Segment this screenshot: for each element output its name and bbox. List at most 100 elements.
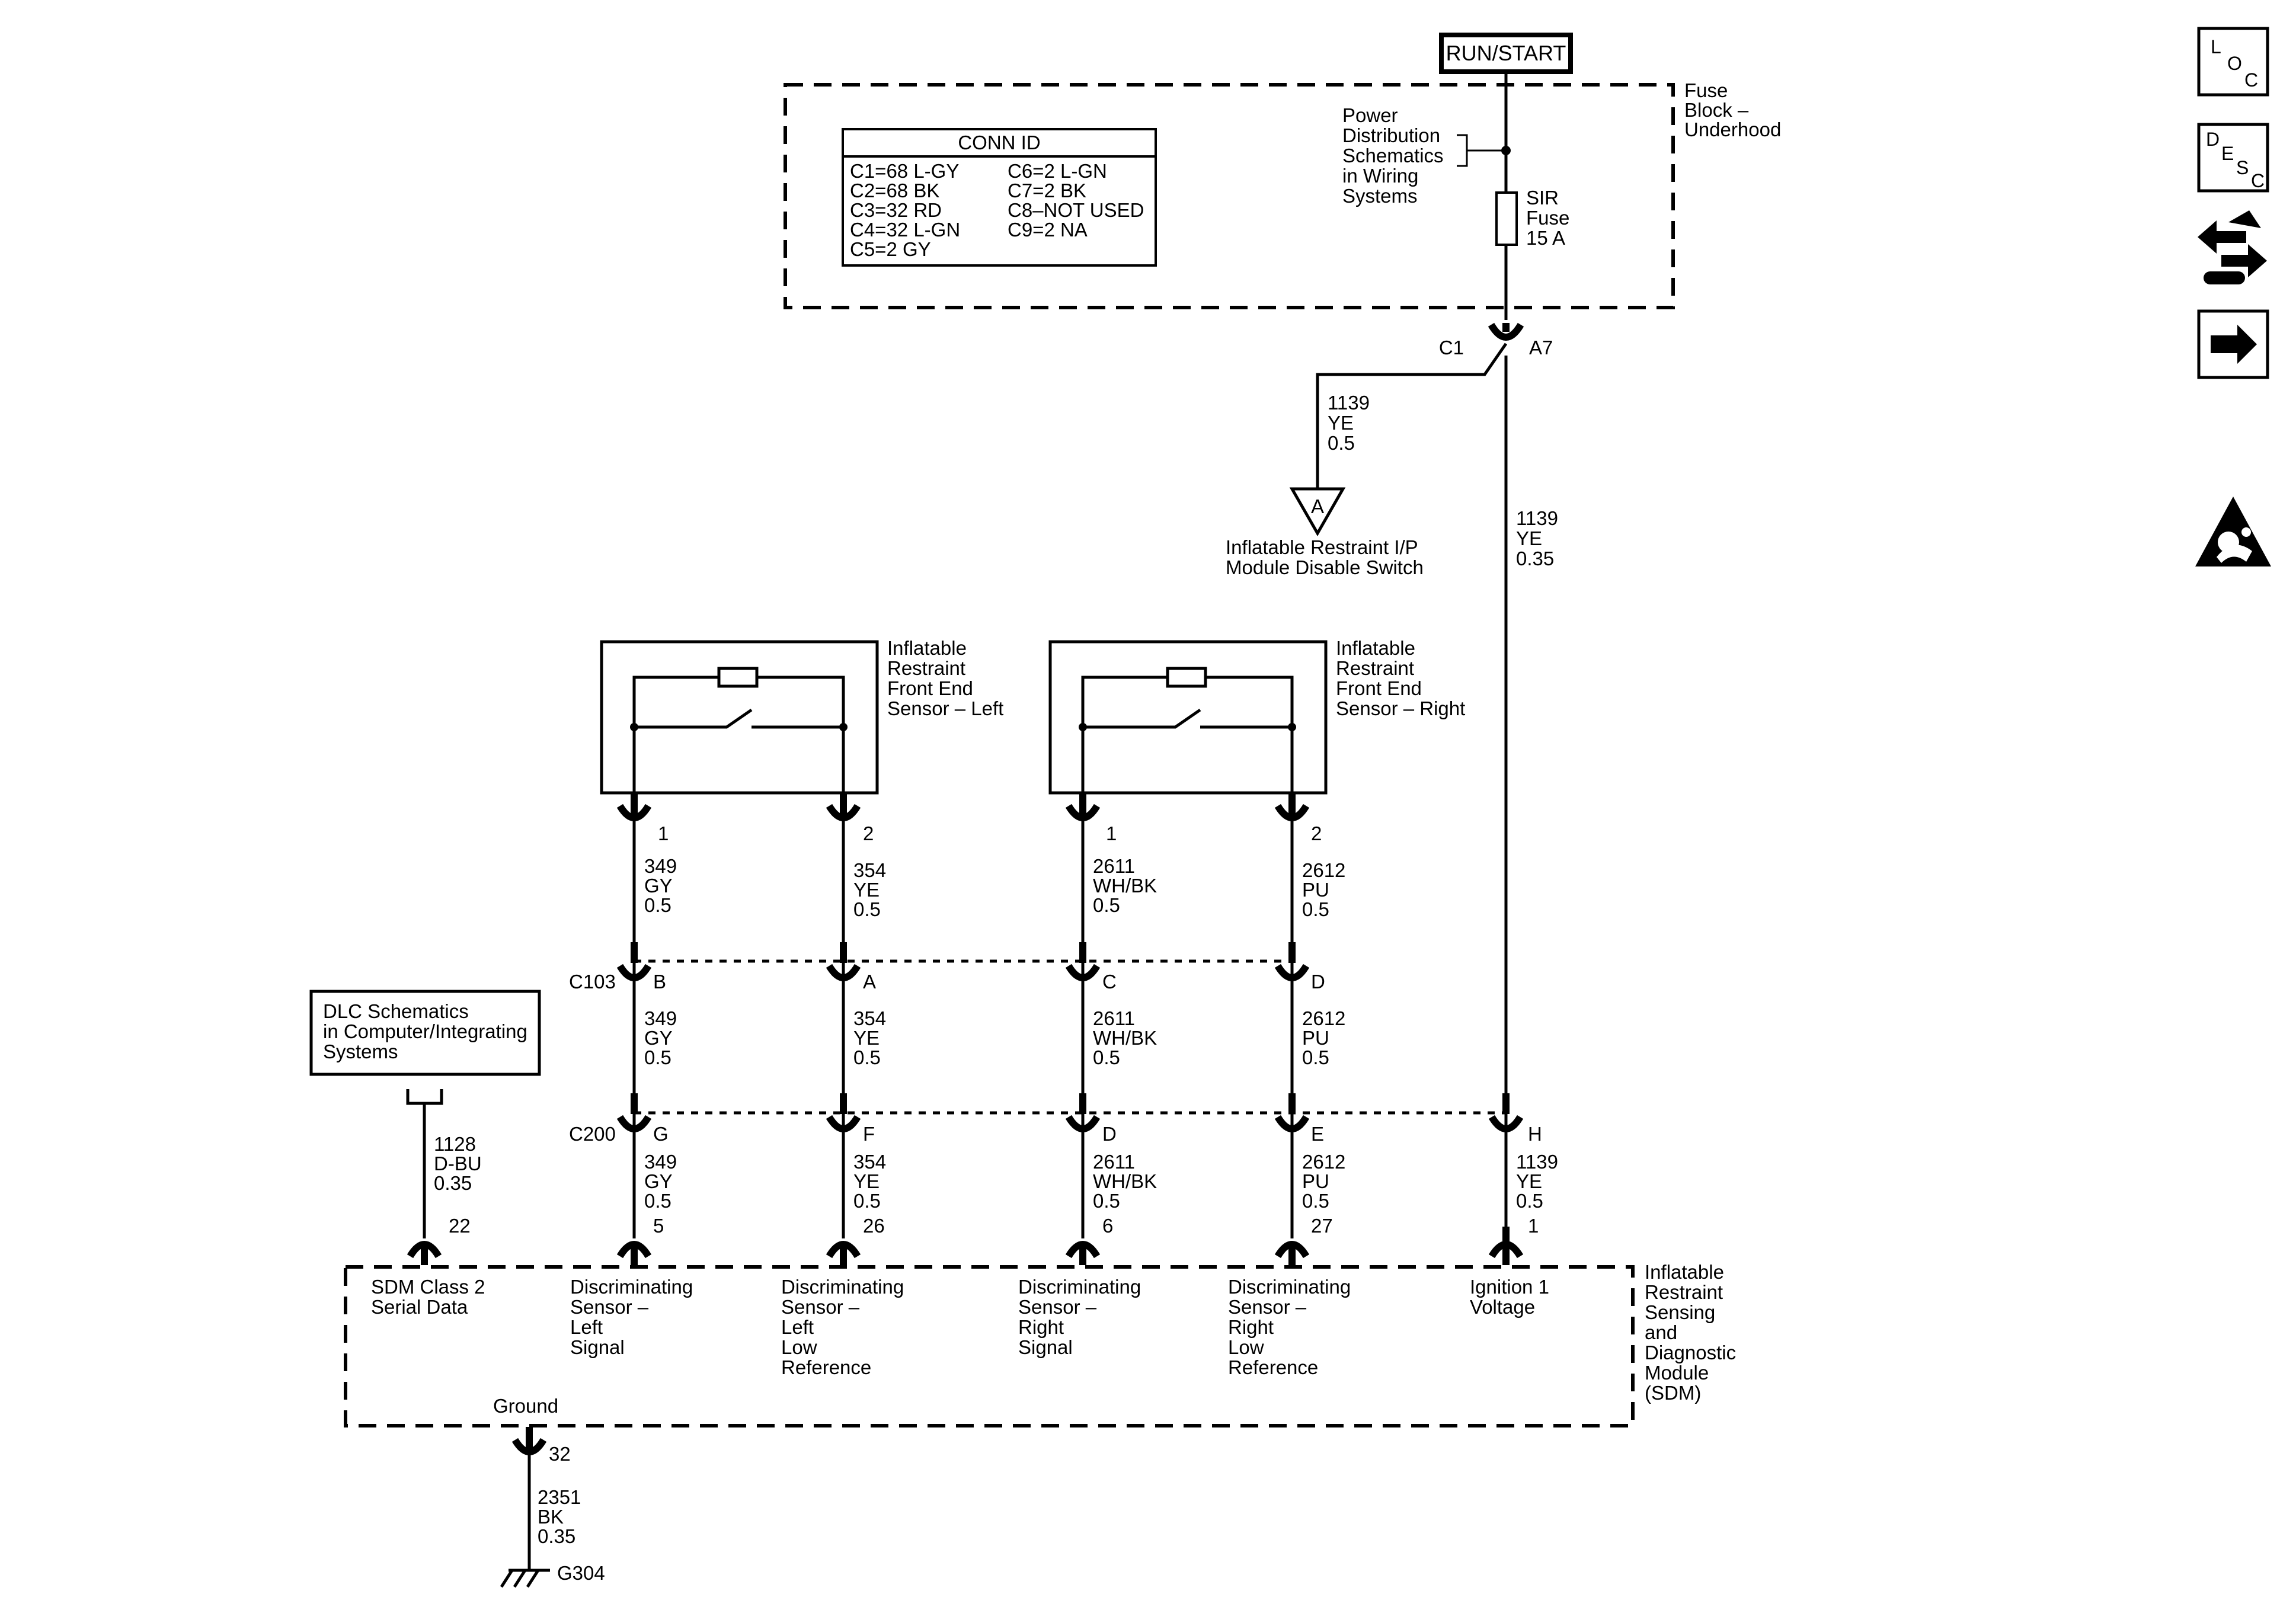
- svg-text:PU: PU: [1302, 879, 1329, 901]
- svg-text:WH/BK: WH/BK: [1093, 1027, 1157, 1049]
- desc-icon[interactable]: D E S C: [2197, 123, 2269, 193]
- run-start-label: RUN/START: [1446, 41, 1566, 65]
- svg-text:C7=2 BK: C7=2 BK: [1008, 180, 1086, 201]
- svg-text:2611: 2611: [1093, 855, 1135, 877]
- svg-text:C103: C103: [569, 971, 616, 993]
- svg-text:1139: 1139: [1516, 1151, 1558, 1173]
- svg-text:Inflatable: Inflatable: [887, 637, 967, 659]
- svg-text:Right: Right: [1018, 1316, 1064, 1338]
- svg-text:Module Disable Switch: Module Disable Switch: [1226, 556, 1424, 578]
- dlc-reference: DLC Schematics in Computer/Integrating S…: [309, 990, 541, 1238]
- svg-text:Diagnostic: Diagnostic: [1645, 1342, 1736, 1363]
- svg-text:YE: YE: [853, 1027, 880, 1049]
- svg-text:0.5: 0.5: [1302, 898, 1329, 920]
- svg-text:Fuse: Fuse: [1526, 207, 1569, 229]
- svg-text:D: D: [1311, 971, 1325, 993]
- svg-text:F: F: [863, 1123, 875, 1145]
- svg-text:C9=2 NA: C9=2 NA: [1008, 219, 1088, 241]
- connector-c200: C200 G F D E H: [569, 1093, 1542, 1145]
- svg-text:Restraint: Restraint: [887, 657, 965, 679]
- svg-text:2612: 2612: [1302, 859, 1345, 881]
- svg-text:Block –: Block –: [1684, 99, 1749, 121]
- svg-text:Restraint: Restraint: [1645, 1281, 1723, 1303]
- loc-icon[interactable]: L O C: [2197, 27, 2269, 97]
- svg-text:C4=32 L-GN: C4=32 L-GN: [850, 219, 960, 241]
- sdm-pin-numbers: 22 5 26 6 27 1: [449, 1215, 1539, 1237]
- svg-text:26: 26: [863, 1215, 885, 1237]
- svg-text:Schematics: Schematics: [1342, 145, 1444, 167]
- svg-text:Discriminating: Discriminating: [570, 1276, 693, 1298]
- svg-text:YE: YE: [853, 879, 880, 901]
- reference-a-label: Inflatable Restraint I/P Module Disable …: [1226, 536, 1424, 578]
- svg-text:Restraint: Restraint: [1336, 657, 1414, 679]
- svg-text:1139: 1139: [1328, 392, 1370, 414]
- circuit-1139-branch-label: 1139 YE 0.5: [1328, 392, 1370, 454]
- svg-text:0.5: 0.5: [1093, 1190, 1120, 1212]
- svg-text:Discriminating: Discriminating: [781, 1276, 904, 1298]
- svg-text:A: A: [863, 971, 876, 993]
- svg-text:Systems: Systems: [323, 1041, 398, 1062]
- circuit-1139-main-label: 1139 YE 0.35: [1516, 507, 1558, 569]
- svg-text:D: D: [2206, 129, 2220, 150]
- svg-text:BK: BK: [538, 1506, 564, 1528]
- arrow-right-icon[interactable]: [2197, 309, 2269, 379]
- svg-text:2: 2: [863, 822, 874, 844]
- reference-a-symbol: A: [1289, 487, 1346, 537]
- svg-text:349: 349: [644, 1007, 677, 1029]
- svg-text:1139: 1139: [1516, 507, 1558, 529]
- svg-text:L: L: [2211, 36, 2221, 57]
- svg-text:and: and: [1645, 1321, 1677, 1343]
- svg-text:2: 2: [1311, 822, 1322, 844]
- svg-text:Sensor –: Sensor –: [570, 1296, 649, 1318]
- svg-text:C200: C200: [569, 1123, 616, 1145]
- svg-text:Low: Low: [781, 1336, 817, 1358]
- svg-text:Signal: Signal: [1018, 1336, 1073, 1358]
- svg-text:2612: 2612: [1302, 1007, 1345, 1029]
- sensor-left-label: Inflatable Restraint Front End Sensor – …: [887, 637, 1003, 719]
- svg-text:YE: YE: [1328, 412, 1354, 434]
- svg-text:Discriminating: Discriminating: [1228, 1276, 1351, 1298]
- conn-id-title: CONN ID: [958, 132, 1040, 153]
- sdm-module-outline: [344, 1265, 1635, 1427]
- svg-text:C1: C1: [1439, 337, 1464, 359]
- svg-text:WH/BK: WH/BK: [1093, 1170, 1157, 1192]
- svg-text:E: E: [1311, 1123, 1324, 1145]
- svg-text:22: 22: [449, 1215, 471, 1237]
- svg-text:B: B: [653, 971, 666, 993]
- svg-text:DLC Schematics: DLC Schematics: [323, 1000, 469, 1022]
- svg-text:0.5: 0.5: [644, 1046, 671, 1068]
- svg-text:O: O: [2227, 53, 2242, 74]
- svg-text:Front End: Front End: [1336, 677, 1422, 699]
- svg-text:Systems: Systems: [1342, 185, 1418, 207]
- connector-swap-icon[interactable]: [2198, 210, 2267, 284]
- svg-text:Sensing: Sensing: [1645, 1301, 1715, 1323]
- svg-text:Inflatable: Inflatable: [1645, 1261, 1724, 1283]
- sdm-pins: [407, 1227, 1524, 1265]
- svg-text:0.5: 0.5: [853, 898, 881, 920]
- svg-text:WH/BK: WH/BK: [1093, 875, 1157, 897]
- svg-text:YE: YE: [1516, 1170, 1542, 1192]
- wire-labels-upper: 349 GY 0.5 354 YE 0.5 2611 WH/BK 0.5 261…: [644, 855, 1345, 920]
- svg-text:E: E: [2221, 143, 2234, 164]
- svg-text:Sensor – Left: Sensor – Left: [887, 697, 1003, 719]
- svg-text:G: G: [653, 1123, 669, 1145]
- sensor-right: [1048, 640, 1328, 795]
- svg-text:0.5: 0.5: [853, 1190, 881, 1212]
- svg-text:0.5: 0.5: [644, 894, 671, 916]
- svg-text:349: 349: [644, 855, 677, 877]
- svg-text:2612: 2612: [1302, 1151, 1345, 1173]
- svg-text:Left: Left: [570, 1316, 603, 1338]
- svg-text:1128: 1128: [434, 1133, 476, 1155]
- svg-text:0.5: 0.5: [1093, 1046, 1120, 1068]
- run-start-box: RUN/START: [1439, 33, 1573, 74]
- ground-symbol: G304: [500, 1562, 605, 1588]
- wire-1128-label: 1128 D-BU 0.35: [434, 1133, 482, 1194]
- svg-text:GY: GY: [644, 875, 673, 897]
- svg-text:Discriminating: Discriminating: [1018, 1276, 1141, 1298]
- svg-text:C3=32 RD: C3=32 RD: [850, 199, 942, 221]
- svg-text:Reference: Reference: [781, 1356, 871, 1378]
- svg-text:PU: PU: [1302, 1170, 1329, 1192]
- svg-text:in Wiring: in Wiring: [1342, 165, 1418, 187]
- svg-text:Underhood: Underhood: [1684, 119, 1781, 140]
- svg-text:C: C: [1102, 971, 1117, 993]
